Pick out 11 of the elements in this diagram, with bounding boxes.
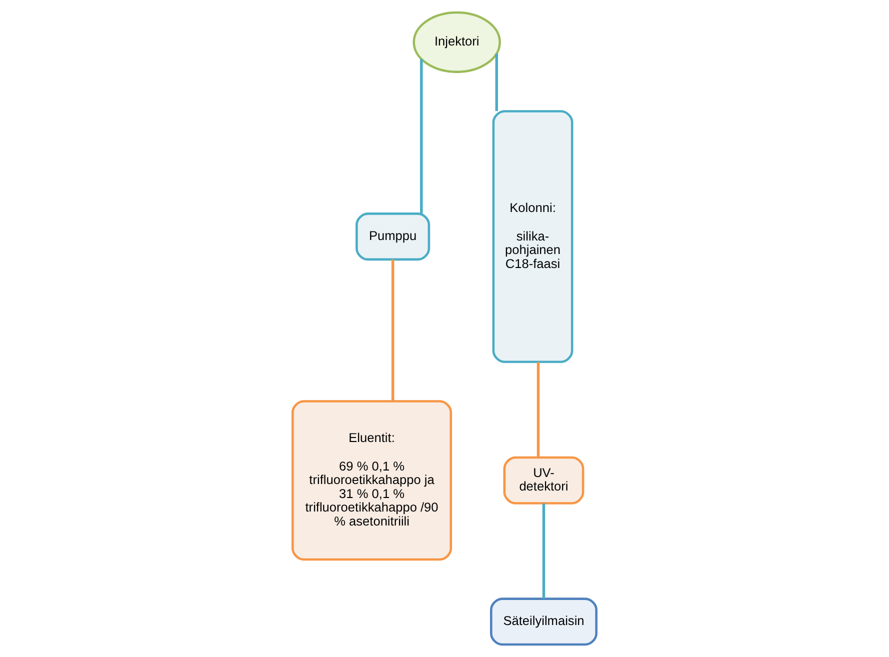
connector [536,362,540,458]
connector [542,503,546,599]
connector [391,260,394,401]
node-ellipse: Injektori [412,11,501,74]
node-box: UV- detektori [503,456,584,504]
node-box: Säteilyilmaisin [490,598,598,646]
connector [420,59,423,214]
connector [495,53,498,112]
node-box: Kolonni: silika- pohjainen C18-faasi [492,110,574,364]
node-box: Pumppu [356,212,430,261]
node-box: Eluentit: 69 % 0,1 % trifluoroetikkahappo ja 31 % 0,1 % trifluoroetikkahappo /90 % asetonitriili [292,400,452,561]
